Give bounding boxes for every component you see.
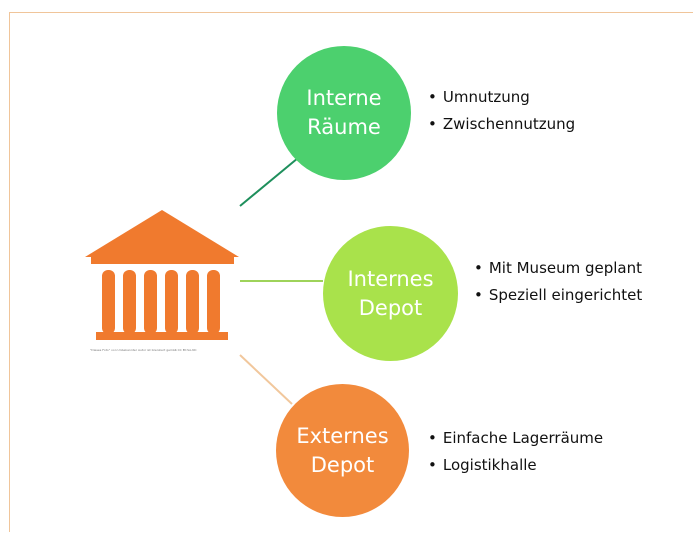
bullet-list-interne-raeume: Umnutzung Zwischennutzung — [428, 84, 575, 138]
node-interne-raeume-line1: Interne — [306, 86, 382, 110]
node-internes-depot-line2: Depot — [358, 295, 423, 320]
bullet-item: Speziell eingerichtet — [474, 282, 642, 309]
connector-line-externes-depot — [239, 354, 293, 405]
image-license-caption: "Dieses Foto" von Unbekannter Autor ist … — [90, 348, 197, 352]
museum-building-icon — [85, 210, 239, 340]
bullet-item: Umnutzung — [428, 84, 575, 111]
slide-frame — [9, 12, 693, 532]
bullet-item: Zwischennutzung — [428, 111, 575, 138]
node-interne-raeume: Interne Räume — [277, 46, 411, 180]
connector-line-interne-raeume — [239, 157, 299, 207]
bullet-list-internes-depot: Mit Museum geplant Speziell eingerichtet — [474, 255, 642, 309]
bullet-item: Einfache Lagerräume — [428, 425, 603, 452]
node-externes-depot: Externes Depot — [276, 384, 409, 517]
node-externes-depot-line1: Externes — [296, 423, 389, 448]
bullet-list-externes-depot: Einfache Lagerräume Logistikhalle — [428, 425, 603, 479]
node-interne-raeume-line2: Räume — [307, 115, 381, 139]
node-externes-depot-line2: Depot — [310, 452, 375, 477]
node-internes-depot-line1: Internes — [347, 266, 434, 291]
bullet-item: Mit Museum geplant — [474, 255, 642, 282]
bullet-item: Logistikhalle — [428, 452, 603, 479]
node-internes-depot: Internes Depot — [323, 226, 458, 361]
